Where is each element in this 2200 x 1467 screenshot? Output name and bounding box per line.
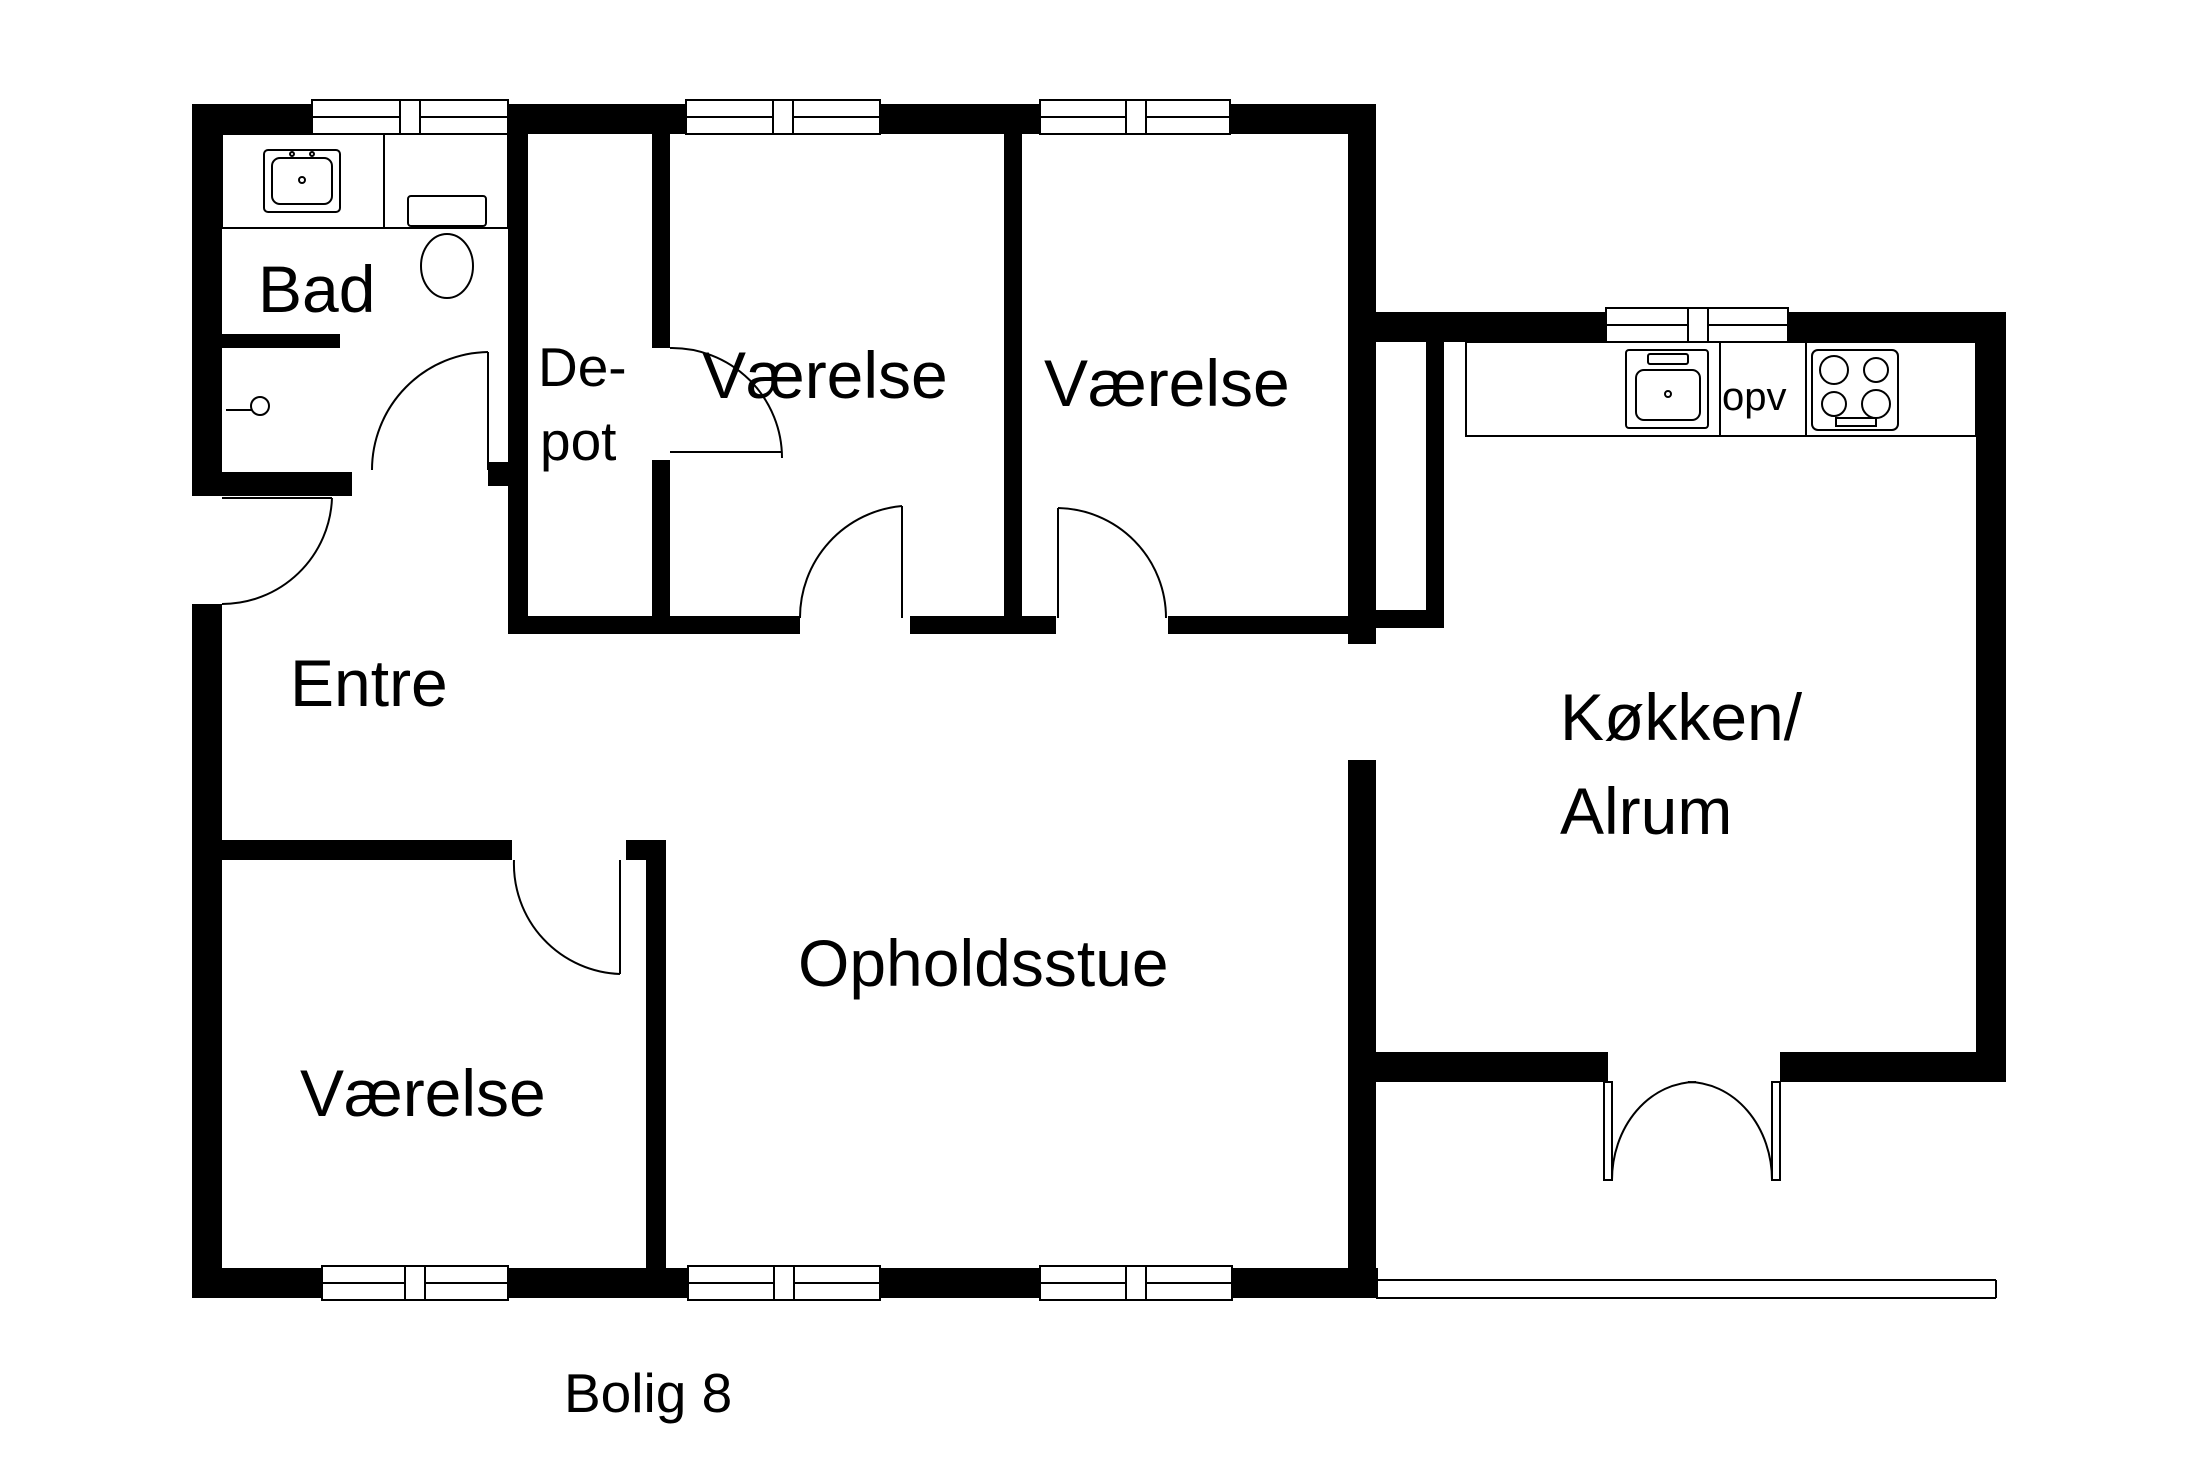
toilet-icon bbox=[407, 195, 487, 299]
room-label-opholdsstue: Opholdsstue bbox=[798, 926, 1169, 1000]
door-kitchen-double bbox=[1603, 1081, 1781, 1181]
room-label-depot-line1: De- bbox=[538, 336, 627, 398]
bad-sink-icon bbox=[263, 149, 341, 213]
room-label-entre: Entre bbox=[290, 646, 448, 720]
window-stue-1 bbox=[687, 1265, 881, 1301]
window-vaerelse-1 bbox=[685, 99, 881, 135]
door-bad bbox=[371, 351, 489, 471]
walls bbox=[192, 104, 2006, 1298]
doors bbox=[221, 346, 1781, 1181]
stove-icon bbox=[1811, 349, 1899, 431]
room-labels: Bad De- pot Værelse Værelse opv Entre Kø… bbox=[258, 252, 1803, 1424]
door-vaerelse-bottom bbox=[512, 859, 621, 975]
room-label-vaerelse-top-left: Værelse bbox=[702, 338, 948, 412]
room-label-vaerelse-bottom: Værelse bbox=[300, 1056, 546, 1130]
door-vaerelse-2 bbox=[1057, 507, 1167, 619]
plan-caption: Bolig 8 bbox=[564, 1362, 732, 1424]
door-depot bbox=[669, 346, 783, 459]
kitchen-sink-icon bbox=[1625, 349, 1709, 429]
room-label-kokken-line1: Køkken/ bbox=[1560, 680, 1803, 754]
door-vaerelse-1 bbox=[798, 505, 903, 619]
window-bad bbox=[311, 99, 509, 135]
window-kitchen bbox=[1605, 307, 1789, 343]
fixtures bbox=[221, 133, 1977, 437]
room-label-opv: opv bbox=[1722, 375, 1787, 419]
bad-counter bbox=[221, 133, 509, 229]
room-label-depot-line2: pot bbox=[540, 410, 616, 472]
room-label-kokken-line2: Alrum bbox=[1560, 774, 1732, 848]
window-stue-2 bbox=[1039, 1265, 1233, 1301]
window-vaerelse-bottom bbox=[321, 1265, 509, 1301]
shower-drain-icon bbox=[226, 396, 270, 416]
terrace-edge bbox=[1376, 1279, 1997, 1299]
room-label-vaerelse-top-right: Værelse bbox=[1044, 346, 1290, 420]
door-entrance bbox=[221, 497, 333, 605]
room-label-bad: Bad bbox=[258, 252, 375, 326]
windows bbox=[311, 99, 1997, 1301]
window-vaerelse-2 bbox=[1039, 99, 1231, 135]
